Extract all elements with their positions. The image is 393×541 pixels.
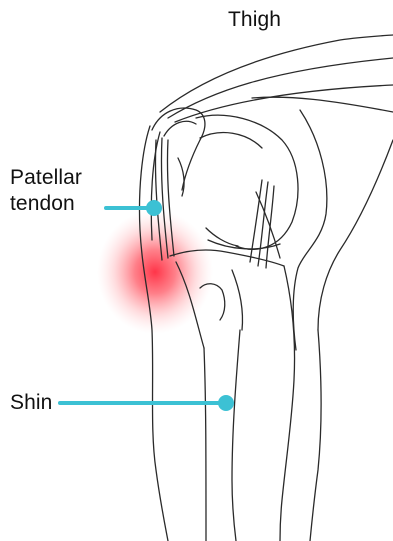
patellar-pointer	[106, 200, 162, 216]
patellar-label-line1: Patellar	[10, 165, 82, 191]
shin-label: Shin	[10, 390, 52, 415]
shin-pointer	[60, 395, 234, 411]
patellar-tendon-label: Patellar tendon	[10, 165, 82, 217]
thigh-label: Thigh	[228, 7, 281, 32]
patellar-label-line2: tendon	[10, 191, 82, 217]
